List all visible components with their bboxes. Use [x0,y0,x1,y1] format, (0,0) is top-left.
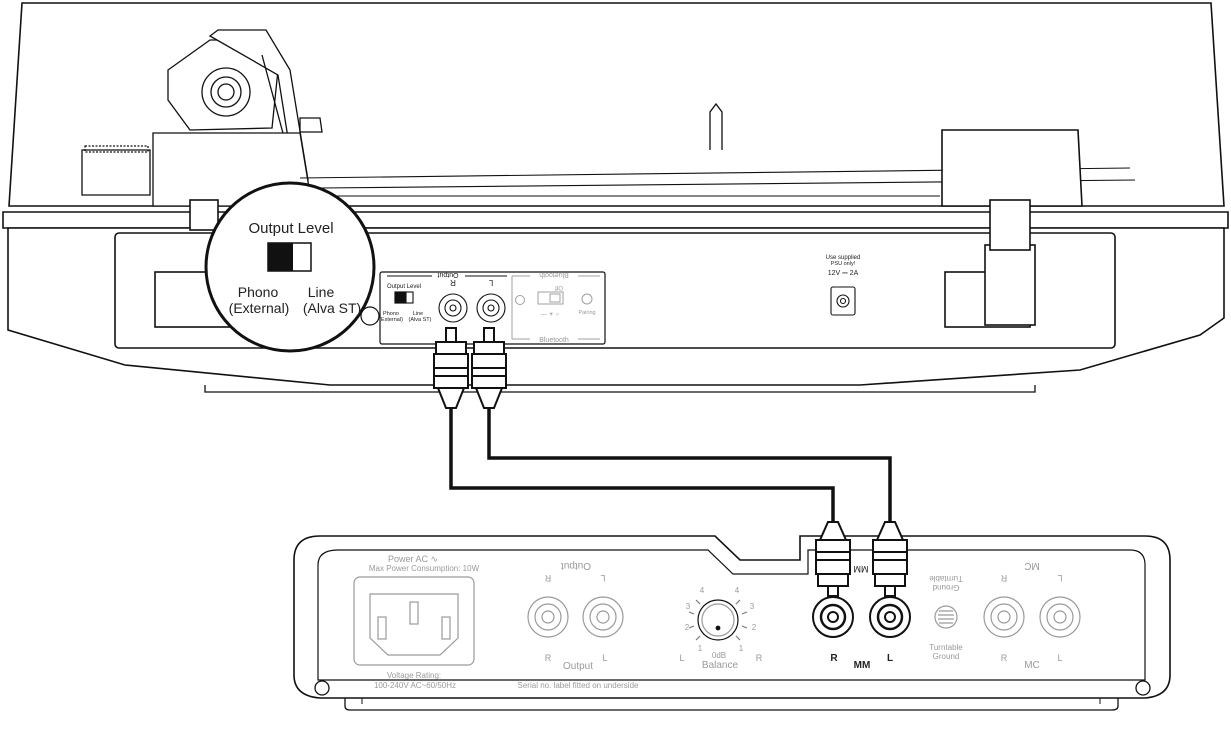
balance-knob-icon [688,599,748,641]
serial-note: Serial no. label fitted on underside [518,681,640,690]
rca-cables [449,408,892,522]
callout-external: (External) [229,300,290,316]
balance-scale-5: 4 [735,586,740,595]
alva-small: (Alva ST) [409,317,432,323]
psu-rating: 12V ⎓ 2A [828,270,859,277]
jack-r-icon [438,293,468,323]
mc-jack-r-icon [983,596,1025,638]
callout-title: Output Level [248,220,333,237]
ground-bottom-1: Turntable [929,643,963,652]
mm-l-label: L [887,653,893,664]
mc-top-l: L [1057,573,1062,583]
output-section [387,275,507,323]
amplifier-text: Power AC ∿ Max Power Consumption: 10W Vo… [369,554,1063,690]
cable-right-channel [449,408,835,522]
rca-plugs-bottom [815,521,908,597]
voltage-value: 100-240V AC~60/50Hz [374,681,456,690]
bt-mode-label: — ☀ ○ [541,311,560,318]
plinth-top [2,211,1229,229]
callout-line: Line [308,284,335,300]
ground-post-icon [934,605,958,629]
output-level-callout: Output Level Phono (External) Line (Alva… [204,181,376,353]
rca-plugs-top [433,327,507,409]
bt-off-label: Off [555,284,563,290]
pairing-label: Pairing [578,310,595,316]
mc-jack-l-icon [1039,596,1081,638]
amp-outline [293,535,1171,699]
balance-scale-8: 1 [739,644,744,653]
output-title: Output [437,271,458,278]
bt-switch [537,291,564,305]
phono-small: Phono [383,311,399,317]
amp-face [317,549,1146,681]
psu-line1: Use supplied [826,255,861,261]
rca-plug-r-bottom [815,521,851,597]
callout-phono: Phono [238,284,279,300]
amp-output-jacks [527,596,624,638]
spindle [709,102,723,150]
output-top-l: L [600,573,605,583]
balance-r: R [756,653,763,663]
psu-socket [830,286,856,316]
balance-zero: 0dB [712,651,726,660]
mm-top-label: MM [854,564,869,574]
dust-cover [8,2,1225,207]
mc-input-jacks [983,596,1081,638]
balance-scale-1: 1 [698,644,703,653]
ground-bottom-2: Ground [933,652,960,661]
phono-amplifier [293,535,1171,711]
output-top-r: R [544,573,551,583]
mc-top-label: MC [1024,560,1040,571]
amp-output-r-icon [527,596,569,638]
ground-top-1: Turntable [929,574,963,583]
bluetooth-section [511,275,600,340]
jack-r-label: R [450,278,456,287]
jack-l-label: L [488,278,493,287]
bluetooth-bottom-label: Bluetooth [539,337,569,344]
mc-top-r: R [1000,573,1007,583]
turntable [2,2,1229,393]
power-title: Power AC ∿ [388,554,438,564]
bluetooth-top-label: Bluetooth [539,271,569,278]
mc-bottom-label: MC [1024,660,1040,671]
ground-top-2: Ground [933,583,960,592]
balance-scale-2: 2 [685,623,690,632]
power-inlet-icon [353,576,475,666]
pairing-button-icon [581,293,593,305]
amp-output-l-icon [582,596,624,638]
mm-bottom-label: MM [854,660,871,671]
balance-scale-7: 2 [752,623,757,632]
jack-l-icon [476,293,506,323]
turntable-panel-text: Output Output Level Phono (External) Lin… [379,255,860,344]
bt-led-icon [515,295,525,305]
callout-alva: (Alva ST) [303,300,361,316]
voltage-label: Voltage Rating: [387,671,441,680]
line-small: Line [413,311,423,317]
output-bottom-l: L [602,653,607,663]
balance-scale-6: 3 [750,602,755,611]
psu-line2: PSU only! [831,261,856,267]
mc-bottom-l: L [1057,653,1062,663]
mm-r-label: R [830,653,838,664]
output-bottom-label: Output [563,661,593,672]
rca-plug-l-bottom [872,521,908,597]
power-consumption: Max Power Consumption: 10W [369,564,480,573]
balance-scale-3: 3 [686,602,691,611]
balance-scale-4: 4 [700,586,705,595]
output-level-small: Output Level [387,284,421,290]
output-bottom-r: R [545,653,552,663]
mc-bottom-r: R [1001,653,1008,663]
right-hinge [941,129,1083,207]
rca-plug-r-top [433,327,469,409]
balance-l: L [679,653,684,663]
cable-left-channel [487,408,892,522]
rca-plug-l-top [471,327,507,409]
output-top-label: Output [561,560,591,571]
balance-label: Balance [702,660,739,671]
external-small: (External) [379,317,403,323]
